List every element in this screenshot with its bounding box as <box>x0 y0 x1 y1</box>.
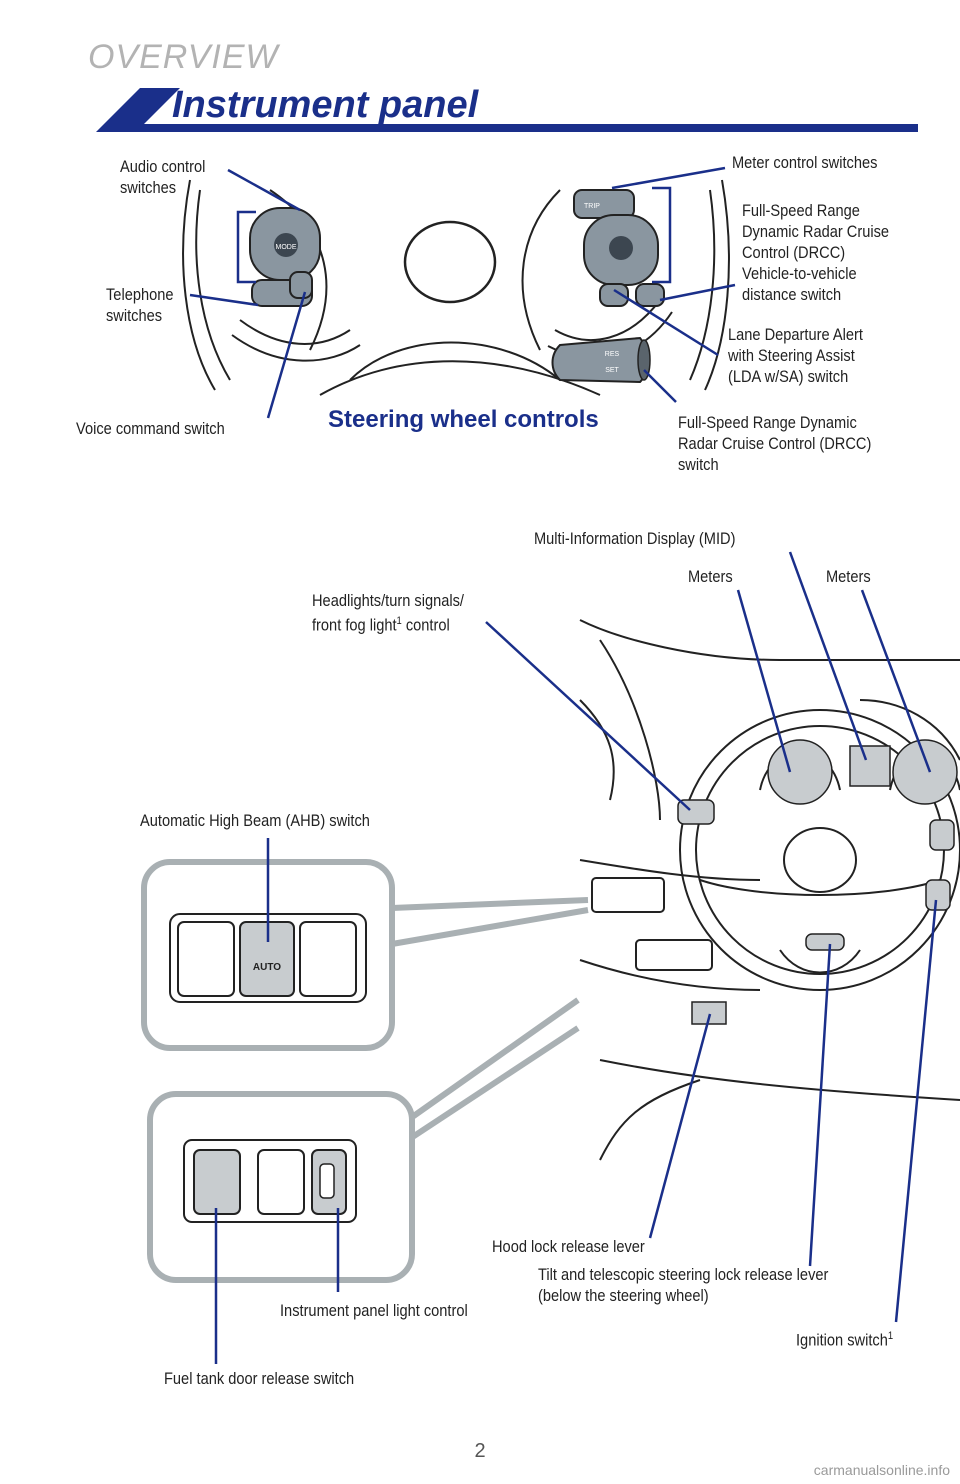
headlights-footnote: 1 <box>396 615 402 627</box>
svg-text:TRIP: TRIP <box>584 203 600 210</box>
ignition-switch-label: Ignition switch1 <box>796 1326 893 1351</box>
tilt-steering-label: Tilt and telescopic steering lock releas… <box>538 1265 829 1305</box>
headlights-line-2: front fog light <box>312 615 397 635</box>
drcc-switch-label: Full-Speed Range Dynamic Radar Cruise Co… <box>678 413 872 474</box>
svg-text:SET: SET <box>605 367 619 374</box>
svg-text:AUTO: AUTO <box>253 962 281 973</box>
fuel-door-label: Fuel tank door release switch <box>164 1369 355 1388</box>
section-heading: OVERVIEW <box>88 38 279 76</box>
meters-right-label: Meters <box>826 567 871 586</box>
lda-switch-label: Lane Departure Alert with Steering Assis… <box>728 325 863 386</box>
mid-label: Multi-Information Display (MID) <box>534 529 736 548</box>
panel-light-label: Instrument panel light control <box>280 1301 468 1320</box>
steering-wheel-subheading: Steering wheel controls <box>328 406 599 433</box>
telephone-switches-label: Telephone switches <box>106 285 174 325</box>
watermark: carmanualsonline.info <box>813 1462 950 1478</box>
ignition-text: Ignition switch <box>796 1330 888 1350</box>
hood-lock-label: Hood lock release lever <box>492 1237 645 1256</box>
headlights-line-1: Headlights/turn signals/ <box>312 591 464 610</box>
svg-text:MODE: MODE <box>276 244 297 251</box>
svg-text:RES: RES <box>605 351 620 358</box>
headlights-line-2-end: control <box>401 615 450 635</box>
headlights-control-label: Headlights/turn signals/ front fog light… <box>312 590 464 636</box>
ignition-footnote: 1 <box>887 1330 894 1342</box>
meters-left-label: Meters <box>688 567 733 586</box>
page-title: Instrument panel <box>172 84 479 126</box>
audio-control-label: Audio control switches <box>120 157 206 197</box>
meter-control-label: Meter control switches <box>732 153 878 172</box>
drcc-distance-label: Full-Speed Range Dynamic Radar Cruise Co… <box>742 201 890 304</box>
voice-command-label: Voice command switch <box>76 419 225 438</box>
page-number: 2 <box>474 1440 486 1462</box>
ahb-switch-label: Automatic High Beam (AHB) switch <box>140 811 370 830</box>
